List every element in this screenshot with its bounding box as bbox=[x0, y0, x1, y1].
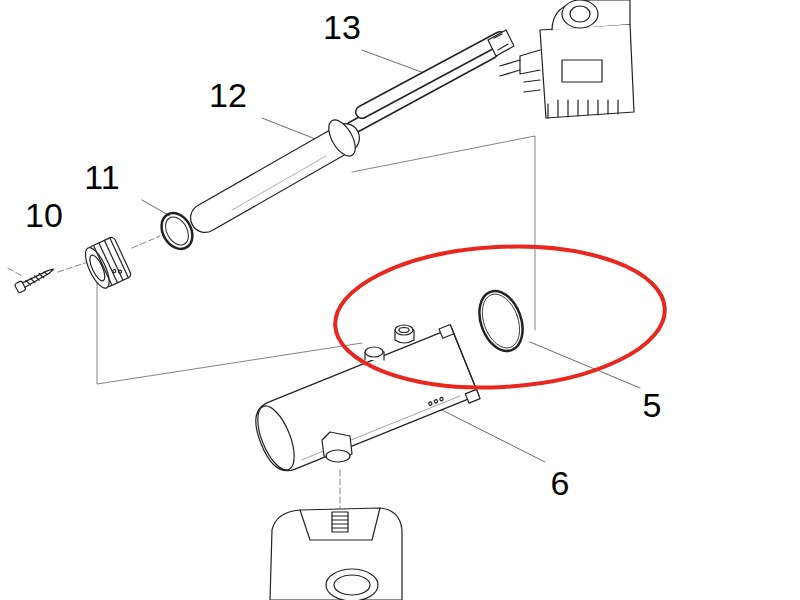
union-nut bbox=[81, 236, 132, 291]
guide-line bbox=[8, 136, 535, 512]
o-ring bbox=[155, 208, 198, 255]
pump-body bbox=[270, 508, 402, 600]
callout-number: 13 bbox=[323, 10, 361, 44]
callout-number: 11 bbox=[84, 160, 119, 194]
callout-number: 5 bbox=[643, 388, 662, 422]
chamber-body bbox=[246, 324, 480, 481]
callout-number: 10 bbox=[25, 198, 63, 232]
o-ring bbox=[475, 289, 526, 353]
o-ring bbox=[472, 285, 531, 357]
quartz-tube bbox=[205, 116, 361, 218]
highlight-ellipse bbox=[332, 238, 669, 395]
screw bbox=[14, 265, 56, 294]
o-ring bbox=[161, 213, 193, 249]
uv-lamp bbox=[352, 30, 514, 128]
hose-fitting bbox=[322, 325, 414, 462]
callout-number: 12 bbox=[209, 78, 247, 112]
callout-number: 6 bbox=[551, 466, 570, 500]
ballast-housing bbox=[500, 0, 634, 118]
